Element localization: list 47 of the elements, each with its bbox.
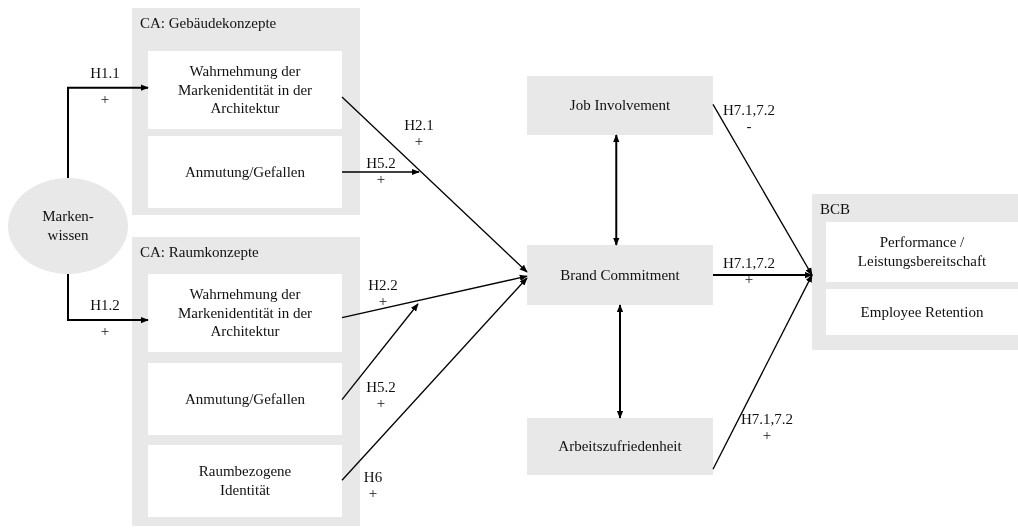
node-label: Wahrnehmung der Markenidentität in der Architektur xyxy=(176,61,314,119)
node-label: Anmutung/Gefallen xyxy=(185,162,305,182)
node-label: Raumbezogene Identität xyxy=(197,462,293,500)
group-panel xyxy=(132,237,360,526)
construct-box xyxy=(527,418,713,475)
arrow xyxy=(67,273,149,324)
construct-box xyxy=(148,136,342,208)
construct-box xyxy=(148,51,342,129)
node-label: Brand Commitment xyxy=(560,265,680,285)
arrow xyxy=(341,96,528,273)
arrow xyxy=(341,277,528,481)
edge-label: H7.1,7.2 + xyxy=(740,412,794,444)
node-label: Marken-wissen xyxy=(41,207,95,245)
construct-box xyxy=(148,445,342,517)
arrow xyxy=(613,134,620,246)
node-label: Arbeitszufriedenheit xyxy=(558,437,682,456)
edge-label: H7.1,7.2 + xyxy=(722,256,776,288)
node-label: Wahrnehmung der Markenidentität in der Architektur xyxy=(176,284,314,342)
arrow xyxy=(712,271,813,279)
arrow xyxy=(341,168,420,176)
arrow xyxy=(67,84,149,179)
construct-box xyxy=(527,245,713,305)
node-label: Anmutung/Gefallen xyxy=(185,389,305,409)
construct-box xyxy=(148,274,342,352)
arrow xyxy=(341,303,419,401)
edge-label: H6 + xyxy=(362,470,384,502)
edge-label: H5.2 + xyxy=(365,156,397,188)
edge-label: H2.1 + xyxy=(403,118,435,150)
construct-box xyxy=(527,76,713,135)
node-label: Employee Retention xyxy=(860,302,984,322)
construct-box xyxy=(148,363,342,435)
edge-label: H7.1,7.2 - xyxy=(722,103,776,135)
node-label: Job Involvement xyxy=(569,96,671,115)
arrow xyxy=(616,304,624,419)
arrow xyxy=(712,274,813,470)
group-title: BCB xyxy=(820,200,850,219)
edge-label: H1.1 + xyxy=(89,64,121,109)
group-title: CA: Raumkonzepte xyxy=(140,243,259,262)
edge-label: H1.2 + xyxy=(89,296,121,341)
edge-label: H5.2 + xyxy=(365,380,397,412)
edge-label: H2.2 + xyxy=(367,278,399,310)
arrow xyxy=(712,103,813,276)
group-panel xyxy=(132,8,360,215)
node-label: Performance / Leistungsbereitschaft xyxy=(856,233,988,271)
group-title: CA: Gebäudekonzepte xyxy=(140,14,277,33)
group-panel xyxy=(812,194,1018,350)
arrow xyxy=(341,274,528,319)
